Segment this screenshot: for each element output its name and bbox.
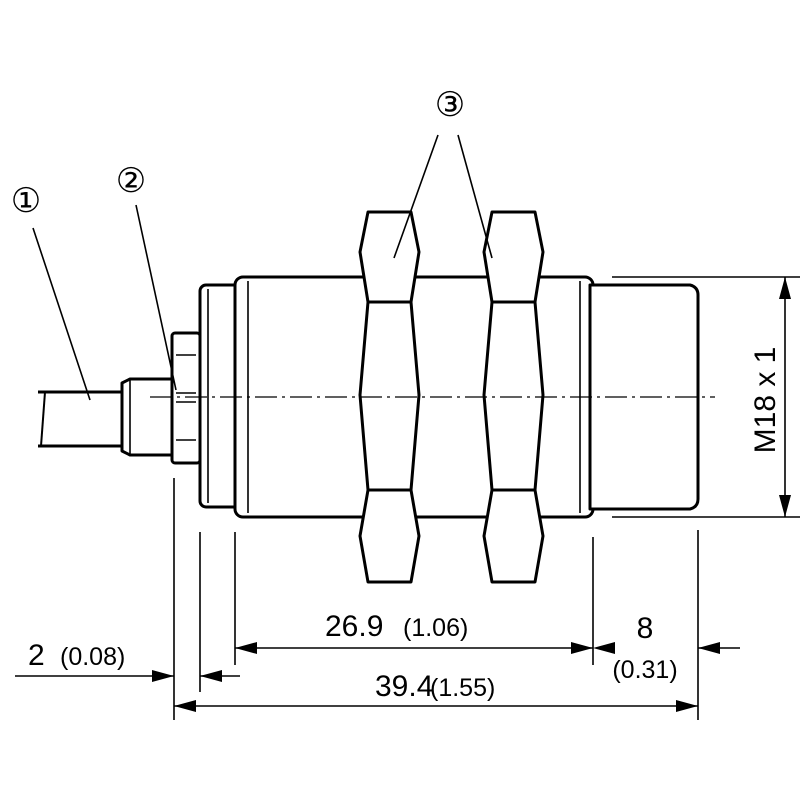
dim-nut-value: 2 [28, 639, 45, 672]
dim-total-alt: (1.55) [430, 674, 495, 702]
dimension-total-length: 39.4 (1.55) [174, 670, 698, 712]
dimension-body-length: 26.9 (1.06) [235, 610, 593, 654]
dim-tip-value: 8 [637, 612, 654, 645]
callout-leader-2 [135, 204, 177, 391]
cable-strain-relief [120, 377, 174, 457]
callout-leader-3b [457, 134, 493, 259]
callout-2: ② [116, 162, 146, 200]
dim-nut-alt: (0.08) [60, 643, 125, 671]
dim-tip-alt: (0.31) [612, 656, 677, 684]
callout-1: ① [11, 182, 41, 220]
rear-flange [198, 283, 242, 509]
extension-lines [173, 478, 699, 720]
hex-nut-1 [358, 210, 421, 584]
cable-nut [170, 331, 202, 465]
thread-label: M18 x 1 [749, 347, 782, 454]
thread-dimension: M18 x 1 [612, 276, 800, 518]
callout-leader-3a [393, 134, 439, 259]
hex-nut-2 [482, 210, 545, 584]
dim-body-alt: (1.06) [403, 614, 468, 642]
cable [38, 390, 127, 448]
callout-leader-1 [32, 227, 91, 401]
callout-3: ③ [435, 86, 465, 124]
dim-total-value: 39.4 [375, 670, 433, 703]
dimension-cable-nut: 2 (0.08) [15, 639, 240, 682]
dimension-tip-length: 8 (0.31) [593, 612, 740, 684]
dim-body-value: 26.9 [325, 610, 383, 643]
